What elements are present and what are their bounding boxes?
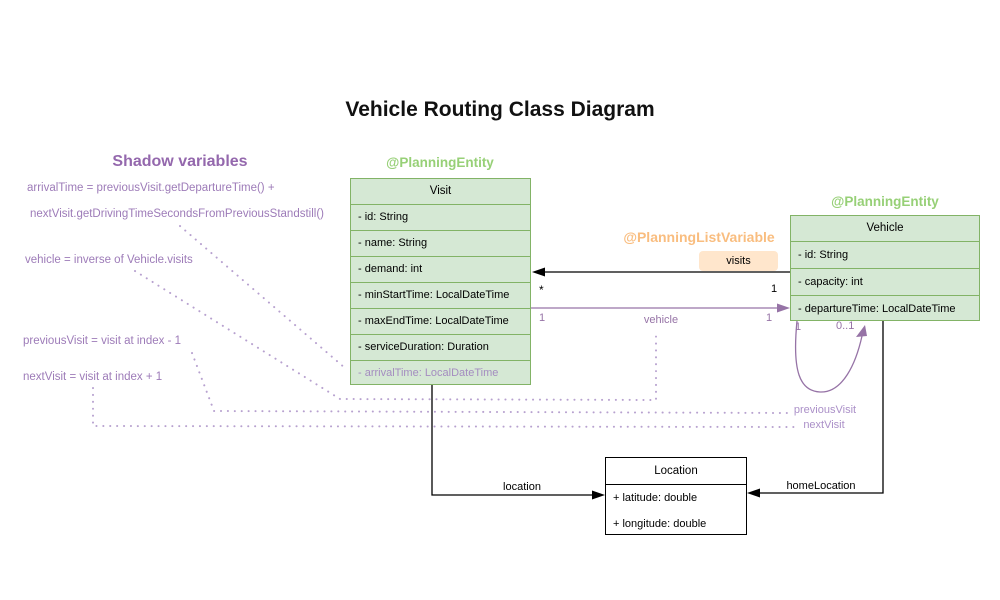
chain-multiplicity-one: 1 [795, 321, 802, 333]
dotted-vehicle-connector [134, 270, 657, 402]
visit-attribute-minstarttime: - minStartTime: LocalDateTime [351, 282, 530, 308]
shadow-formula-nextvisit: nextVisit = visit at index + 1 [23, 371, 163, 383]
visit-attribute-serviceduration: - serviceDuration: Duration [351, 334, 530, 360]
visit-attribute-arrivaltime: - arrivalTime: LocalDateTime [351, 360, 530, 386]
vehicle-attribute-departuretime: - departureTime: LocalDateTime [791, 295, 979, 322]
vehicle-multiplicity-left: 1 [539, 312, 546, 324]
visit-attribute-maxendtime: - maxEndTime: LocalDateTime [351, 308, 530, 334]
chain-multiplicity-zeroone: 0..1 [836, 320, 855, 332]
nextvisit-label: nextVisit [803, 419, 845, 431]
location-association-arrow [431, 385, 605, 500]
vehicle-multiplicity-right: 1 [766, 312, 773, 324]
dotted-previousvisit-connector [191, 352, 790, 414]
visit-class-box: Visit - id: String - name: String - dema… [350, 178, 531, 385]
shadow-formula-previousvisit: previousVisit = visit at index - 1 [23, 335, 181, 347]
location-attribute-latitude: + latitude: double [613, 492, 698, 504]
planning-list-variable-annotation: @PlanningListVariable [623, 229, 775, 245]
visit-planning-entity-annotation: @PlanningEntity [386, 155, 494, 170]
homelocation-association-label: homeLocation [786, 480, 856, 492]
visit-attribute-name: - name: String [351, 230, 530, 256]
arrowhead-right-icon [592, 490, 605, 500]
vehicle-planning-entity-annotation: @PlanningEntity [831, 194, 939, 209]
chain-self-loop-arrow [794, 320, 867, 393]
shadow-formula-arrivaltime-cont: nextVisit.getDrivingTimeSecondsFromPrevi… [30, 208, 324, 220]
arrowhead-left-icon [747, 488, 760, 498]
vehicle-association-arrow [531, 303, 790, 313]
arrowhead-up-icon [856, 325, 867, 337]
shadow-formula-vehicle: vehicle = inverse of Vehicle.visits [25, 254, 193, 266]
dotted-arrivaltime-connector [179, 225, 346, 369]
visit-attribute-demand: - demand: int [351, 256, 530, 282]
visits-association-label: visits [699, 251, 778, 271]
visit-attribute-id: - id: String [351, 204, 530, 230]
vehicle-class-name: Vehicle [866, 222, 904, 234]
page-title: Vehicle Routing Class Diagram [345, 98, 655, 121]
location-class-name: Location [606, 458, 746, 485]
arrowhead-right-icon [777, 303, 790, 313]
visit-class-name: Visit [429, 185, 452, 197]
vehicle-attribute-id: - id: String [791, 241, 979, 268]
location-association-label: location [503, 481, 541, 493]
arrowhead-left-icon [532, 267, 545, 277]
vehicle-attribute-capacity: - capacity: int [791, 268, 979, 295]
vehicle-class-box: Vehicle - id: String - capacity: int - d… [790, 215, 980, 321]
shadow-variables-heading: Shadow variables [112, 153, 248, 170]
previousvisit-label: previousVisit [793, 404, 857, 416]
vehicle-association-label: vehicle [643, 314, 679, 326]
location-attribute-longitude: + longitude: double [613, 518, 707, 530]
shadow-formula-arrivaltime: arrivalTime = previousVisit.getDeparture… [27, 182, 275, 194]
homelocation-association-arrow [747, 321, 884, 498]
location-class-box: Location + latitude: double + longitude:… [605, 457, 747, 535]
visits-multiplicity-one: 1 [771, 283, 778, 295]
dotted-nextvisit-connector [92, 387, 800, 428]
visits-association-arrow [532, 267, 790, 277]
shadow-dotted-connectors [92, 225, 800, 428]
visits-multiplicity-star: * [539, 283, 544, 297]
